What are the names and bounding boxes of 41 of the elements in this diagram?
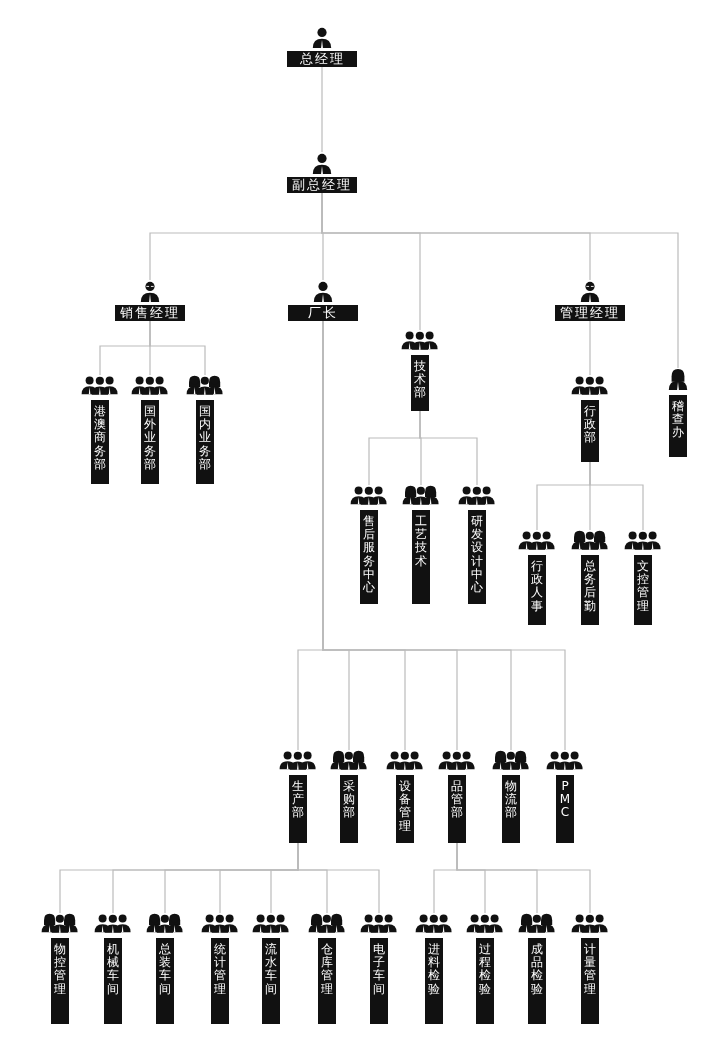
department-label: 总装车间 (156, 938, 174, 1024)
position-label: 管理经理 (555, 305, 625, 321)
department-label: 过程检验 (476, 938, 494, 1024)
department-label: 国内业务部 (196, 400, 214, 484)
connector-line (297, 842, 380, 914)
position-label: 副总经理 (287, 177, 357, 193)
department-label: 进料检验 (425, 938, 443, 1024)
department-label: 行政部 (581, 400, 599, 462)
department-label: 计量管理 (581, 938, 599, 1024)
connector-line (149, 320, 206, 376)
position-label: 总经理 (287, 51, 357, 67)
department-label: 物控管理 (51, 938, 69, 1024)
department-label: 统计管理 (211, 938, 229, 1024)
department-label: 设备管理 (396, 775, 414, 843)
department-label: 港澳商务部 (91, 400, 109, 484)
department-label: 总务后勤 (581, 555, 599, 625)
department-label: 稽查办 (669, 395, 687, 457)
department-label: 技术部 (411, 355, 429, 411)
department-label: PMC (556, 775, 574, 843)
connector-line (321, 66, 323, 153)
department-label: 售后服务中心 (360, 510, 378, 604)
department-label: 物流部 (502, 775, 520, 843)
department-label: 电子车间 (370, 938, 388, 1024)
department-label: 品管部 (448, 775, 466, 843)
department-label: 文控管理 (634, 555, 652, 625)
position-label: 销售经理 (115, 305, 185, 321)
department-label: 成品检验 (528, 938, 546, 1024)
department-label: 采购部 (340, 775, 358, 843)
connector-line (589, 320, 591, 376)
department-label: 生产部 (289, 775, 307, 843)
position-label: 厂长 (288, 305, 358, 321)
connector-line (419, 410, 478, 486)
department-label: 工艺技术 (412, 510, 430, 604)
department-label: 流水车间 (262, 938, 280, 1024)
department-label: 机械车间 (104, 938, 122, 1024)
department-label: 研发设计中心 (468, 510, 486, 604)
department-label: 国外业务部 (141, 400, 159, 484)
department-label: 行政人事 (528, 555, 546, 625)
department-label: 仓库管理 (318, 938, 336, 1024)
connector-line (589, 461, 644, 531)
connector-line (456, 842, 591, 914)
